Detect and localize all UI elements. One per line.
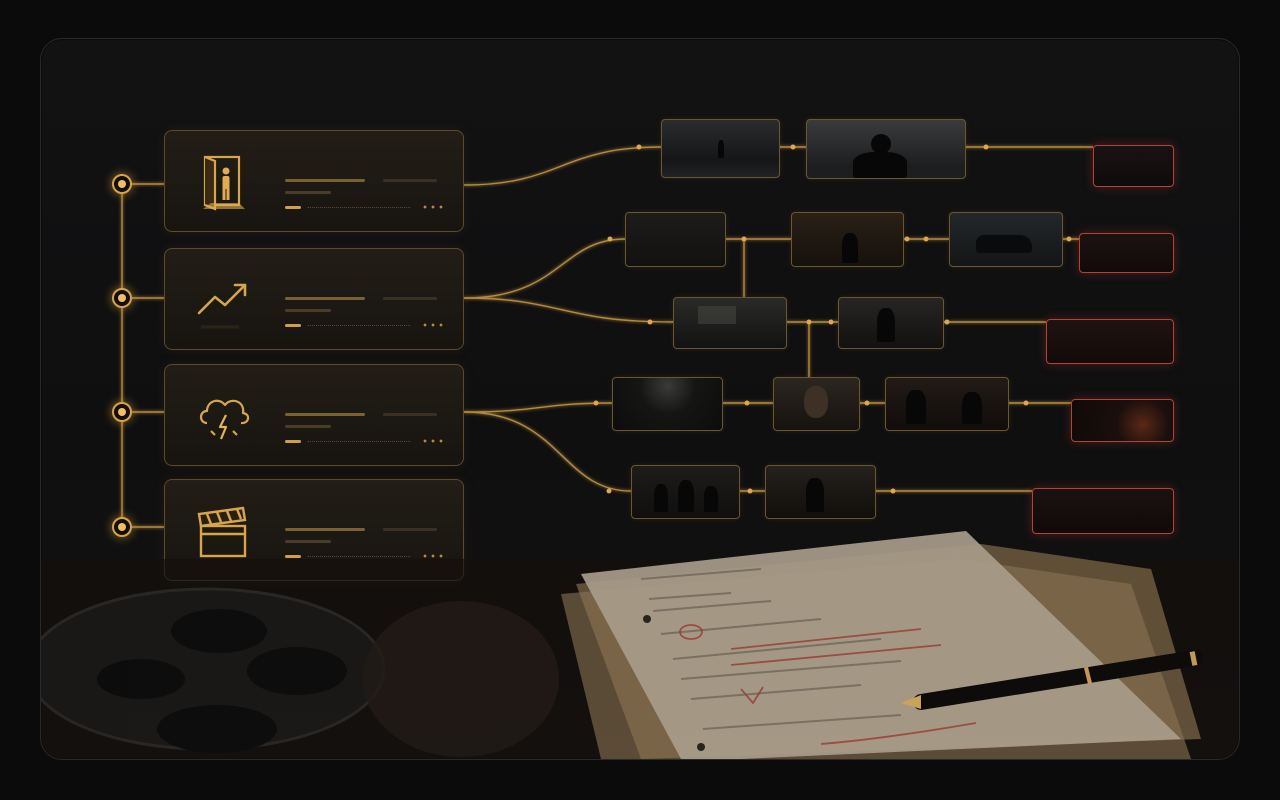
thumb-two-figures[interactable] bbox=[885, 377, 1009, 431]
clapperboard-icon bbox=[197, 506, 247, 558]
thumb-red-alert-3[interactable] bbox=[1046, 319, 1174, 364]
thumb-rainy-alley[interactable] bbox=[661, 119, 780, 178]
subtitle-bar bbox=[285, 540, 331, 543]
title-bar-secondary bbox=[383, 179, 437, 182]
storm-cloud-lightning-icon bbox=[199, 399, 250, 440]
thumb-bar-scene[interactable] bbox=[765, 465, 876, 519]
thumb-red-alert-2[interactable] bbox=[1079, 233, 1174, 273]
title-bar-secondary bbox=[383, 528, 437, 531]
timeline-node-3[interactable] bbox=[112, 402, 132, 422]
scene-card-2[interactable] bbox=[164, 248, 464, 350]
title-bar bbox=[285, 413, 365, 416]
more-dots-icon[interactable] bbox=[421, 323, 445, 327]
progress-indicator bbox=[285, 440, 301, 443]
progress-track bbox=[307, 556, 411, 558]
thumb-street-light[interactable] bbox=[612, 377, 723, 431]
progress-indicator bbox=[285, 206, 301, 209]
subtitle-bar bbox=[285, 191, 331, 194]
scene-card-4[interactable] bbox=[164, 479, 464, 581]
timeline-node-4[interactable] bbox=[112, 517, 132, 537]
progress-indicator bbox=[285, 555, 301, 558]
title-bar-secondary bbox=[383, 413, 437, 416]
progress-track bbox=[307, 207, 411, 209]
connector-lines bbox=[121, 144, 1093, 528]
thumb-window-scene[interactable] bbox=[673, 297, 787, 349]
thumb-red-alert-1[interactable] bbox=[1093, 145, 1174, 187]
thumb-red-alert-5[interactable] bbox=[1032, 488, 1174, 534]
thumb-dark-room[interactable] bbox=[625, 212, 726, 267]
progress-track bbox=[307, 325, 411, 327]
title-bar bbox=[285, 297, 365, 300]
thumb-figure-in-rain[interactable] bbox=[806, 119, 966, 179]
thumb-seated-figure[interactable] bbox=[838, 297, 944, 349]
storyboard-panel bbox=[40, 38, 1240, 760]
trending-up-icon bbox=[197, 283, 247, 329]
timeline-node-1[interactable] bbox=[112, 174, 132, 194]
scene-card-1[interactable] bbox=[164, 130, 464, 232]
subtitle-bar bbox=[285, 425, 331, 428]
thumb-parked-car[interactable] bbox=[949, 212, 1063, 267]
title-bar bbox=[285, 179, 365, 182]
title-bar bbox=[285, 528, 365, 531]
thumb-man-closeup[interactable] bbox=[773, 377, 860, 431]
title-bar-secondary bbox=[383, 297, 437, 300]
open-door-figure-icon bbox=[203, 155, 245, 211]
more-dots-icon[interactable] bbox=[421, 205, 445, 209]
timeline-node-2[interactable] bbox=[112, 288, 132, 308]
thumb-group-scene[interactable] bbox=[631, 465, 740, 519]
more-dots-icon[interactable] bbox=[421, 439, 445, 443]
thumb-red-alert-4[interactable] bbox=[1071, 399, 1174, 442]
progress-track bbox=[307, 441, 411, 443]
thumb-lamp-lit-room[interactable] bbox=[791, 212, 904, 267]
scene-card-3[interactable] bbox=[164, 364, 464, 466]
subtitle-bar bbox=[285, 309, 331, 312]
progress-indicator bbox=[285, 324, 301, 327]
more-dots-icon[interactable] bbox=[421, 554, 445, 558]
